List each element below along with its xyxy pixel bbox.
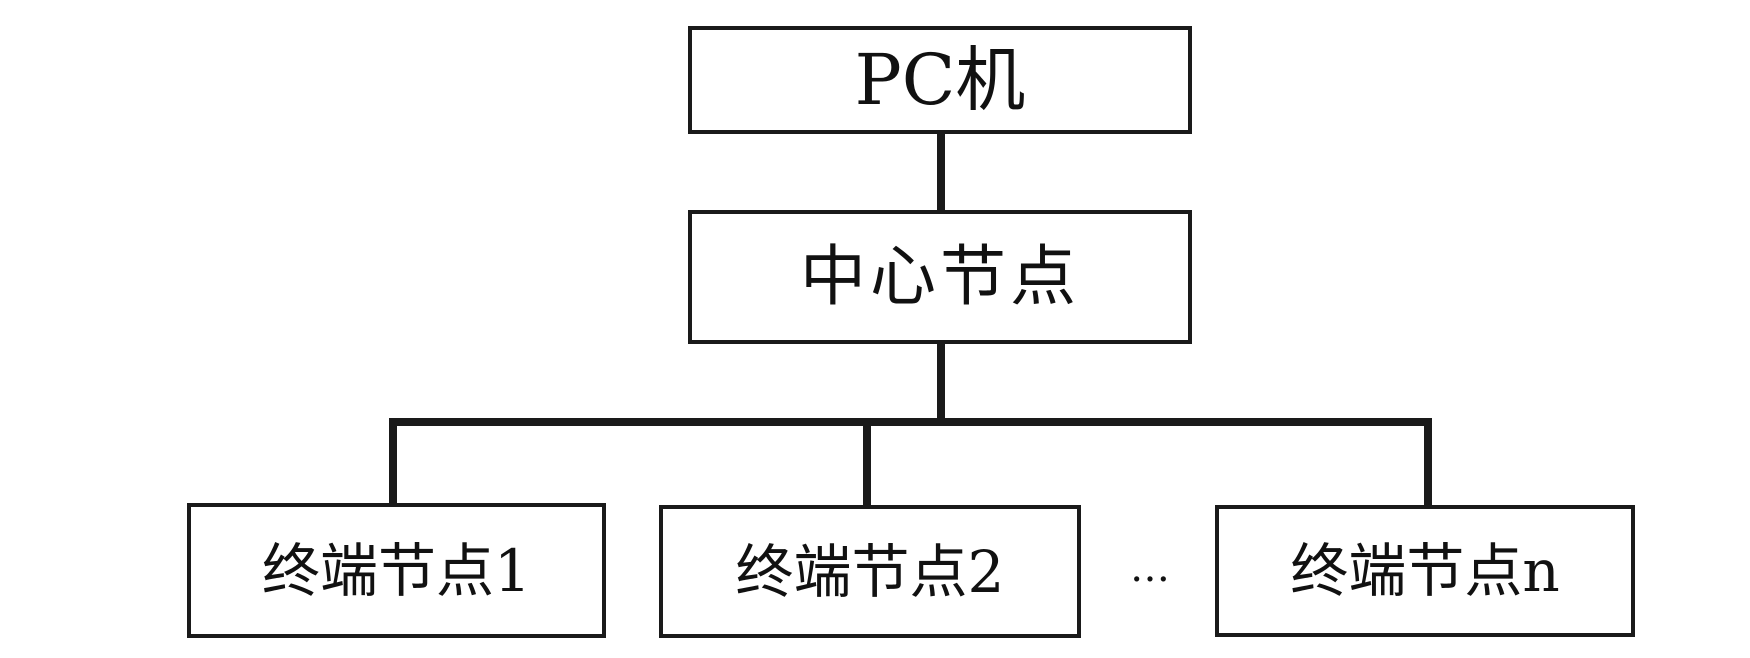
connector-bus-to-terminal-1 [389,418,397,506]
terminal-node-1: 终端节点1 [187,503,606,638]
terminal-node-n: 终端节点n [1215,505,1635,637]
pc-node-label: PC机 [855,45,1026,115]
center-node-label: 中心节点 [800,244,1080,310]
terminal-node-2: 终端节点2 [659,505,1081,638]
pc-node: PC机 [688,26,1192,134]
terminal-node-n-label: 终端节点n [1290,542,1559,600]
terminal-node-1-label: 终端节点1 [262,542,531,600]
terminal-node-2-label: 终端节点2 [736,543,1005,601]
connector-pc-to-center [937,132,945,212]
terminal-ellipsis: … [1115,548,1185,588]
connector-center-to-bus [937,342,945,422]
connector-bus-to-terminal-n [1424,418,1432,508]
connector-bus-to-terminal-2 [863,418,871,508]
terminal-bus-line [389,418,1432,426]
center-node: 中心节点 [688,210,1192,344]
